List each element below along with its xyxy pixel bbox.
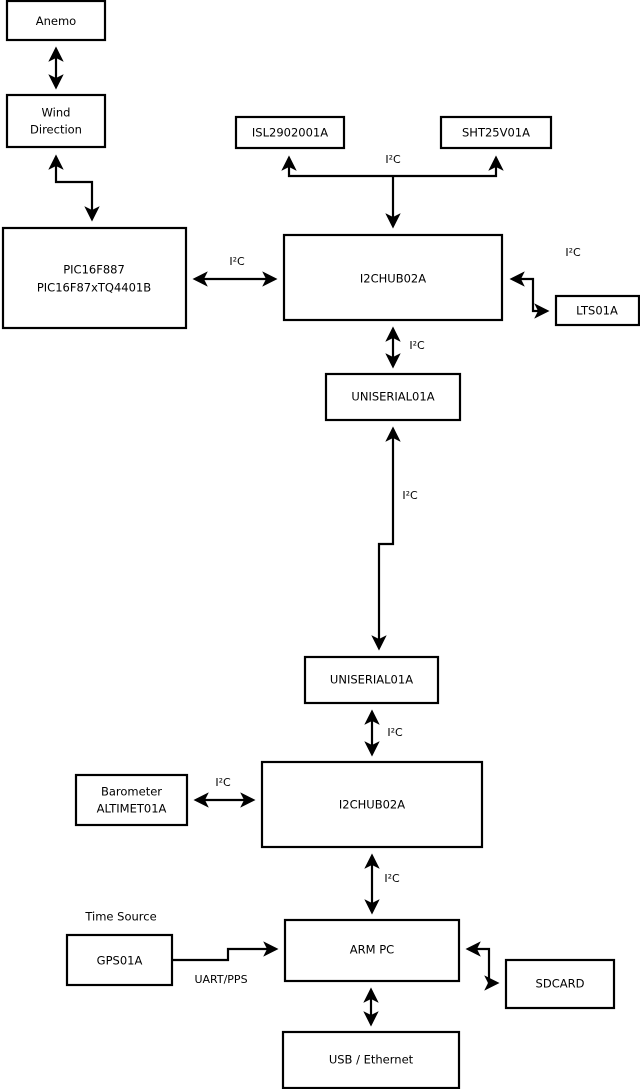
- edge-label-pic-hub-top: I²C: [229, 255, 245, 268]
- node-gps01a-label: GPS01A: [97, 954, 143, 968]
- node-uniserial01a-lower-box[interactable]: [303, 655, 440, 705]
- node-pic-mcu-label-line1: PIC16F887: [63, 263, 125, 277]
- edge-label-hub-top-uniserial1: I²C: [409, 339, 425, 352]
- edge-label-hub-top-lts: I²C: [565, 246, 581, 259]
- node-arm-pc-box[interactable]: [283, 918, 461, 983]
- node-uniserial01a-upper-box[interactable]: [324, 372, 462, 422]
- edge-label-bus-top-sensors: I²C: [385, 153, 401, 166]
- node-pic-mcu[interactable]: PIC16F887 PIC16F87xTQ4401B: [1, 226, 188, 330]
- node-sdcard-label: SDCARD: [536, 977, 585, 991]
- node-wind-direction-label-line1: Wind: [42, 106, 71, 120]
- node-lts01a[interactable]: LTS01A: [554, 294, 640, 327]
- edge-armpc-sdcard: [465, 941, 500, 991]
- node-sht25v01a-label: SHT25V01A: [462, 126, 530, 140]
- free-labels-layer: Time Source: [84, 910, 156, 924]
- node-barometer[interactable]: Barometer ALTIMET01A: [74, 773, 189, 827]
- node-uniserial01a-lower[interactable]: UNISERIAL01A: [303, 655, 440, 705]
- node-isl2902001a-box[interactable]: [234, 115, 346, 150]
- edge-label-barometer-hub-bottom: I²C: [215, 776, 231, 789]
- node-i2chub02a-top-box[interactable]: [282, 233, 504, 322]
- edge-wind-pic: [48, 154, 100, 222]
- node-barometer-box[interactable]: [74, 773, 189, 827]
- node-isl2902001a[interactable]: ISL2902001A: [234, 115, 346, 150]
- edge-label-uniserial2-hub-bottom: I²C: [387, 726, 403, 739]
- node-arm-pc-label: ARM PC: [350, 943, 394, 957]
- node-lts01a-label: LTS01A: [576, 304, 618, 318]
- node-pic-mcu-box[interactable]: [1, 226, 188, 330]
- edge-hub-top-lts: [509, 271, 550, 319]
- node-lts01a-box[interactable]: [554, 294, 640, 327]
- edge-label-hub-bottom-armpc: I²C: [384, 872, 400, 885]
- node-usb-ethernet-box[interactable]: [281, 1030, 461, 1089]
- node-uniserial01a-upper-label: UNISERIAL01A: [351, 390, 434, 404]
- edge-label-gps-armpc: UART/PPS: [194, 973, 247, 986]
- edge-label-uniserial1-uniserial2: I²C: [402, 489, 418, 502]
- node-i2chub02a-top[interactable]: I2CHUB02A: [282, 233, 504, 322]
- node-sht25v01a-box[interactable]: [439, 115, 553, 150]
- node-anemo-box[interactable]: [5, 0, 107, 42]
- node-wind-direction-label-line2: Direction: [30, 123, 82, 137]
- node-i2chub02a-bottom-label: I2CHUB02A: [339, 798, 405, 812]
- node-pic-mcu-label-line2: PIC16F87xTQ4401B: [37, 281, 151, 295]
- edge-uniserial1-uniserial2: [371, 426, 401, 651]
- node-wind-direction-box[interactable]: [5, 93, 107, 149]
- edges-layer: [48, 46, 550, 1027]
- node-anemo-label: Anemo: [36, 14, 76, 28]
- node-i2chub02a-top-label: I2CHUB02A: [360, 272, 426, 286]
- node-i2chub02a-bottom[interactable]: I2CHUB02A: [260, 760, 484, 849]
- node-usb-ethernet-label: USB / Ethernet: [329, 1053, 414, 1067]
- label-time-source: Time Source: [84, 910, 156, 924]
- node-barometer-label-line1: Barometer: [101, 785, 162, 799]
- node-barometer-label-line2: ALTIMET01A: [97, 802, 167, 816]
- node-wind-direction[interactable]: Wind Direction: [5, 93, 107, 149]
- node-isl2902001a-label: ISL2902001A: [252, 126, 328, 140]
- node-uniserial01a-upper[interactable]: UNISERIAL01A: [324, 372, 462, 422]
- node-sdcard[interactable]: SDCARD: [504, 958, 616, 1010]
- edge-labels-layer: I²C I²C I²C I²C I²C I²C I²C I²C UART/PPS: [194, 153, 581, 986]
- node-anemo[interactable]: Anemo: [5, 0, 107, 42]
- node-i2chub02a-bottom-box[interactable]: [260, 760, 484, 849]
- node-arm-pc[interactable]: ARM PC: [283, 918, 461, 983]
- node-sht25v01a[interactable]: SHT25V01A: [439, 115, 553, 150]
- node-sdcard-box[interactable]: [504, 958, 616, 1010]
- node-gps01a-box[interactable]: [65, 933, 174, 987]
- node-uniserial01a-lower-label: UNISERIAL01A: [330, 673, 413, 687]
- node-usb-ethernet[interactable]: USB / Ethernet: [281, 1030, 461, 1089]
- node-gps01a[interactable]: GPS01A: [65, 933, 174, 987]
- edge-gps-armpc: [172, 941, 279, 962]
